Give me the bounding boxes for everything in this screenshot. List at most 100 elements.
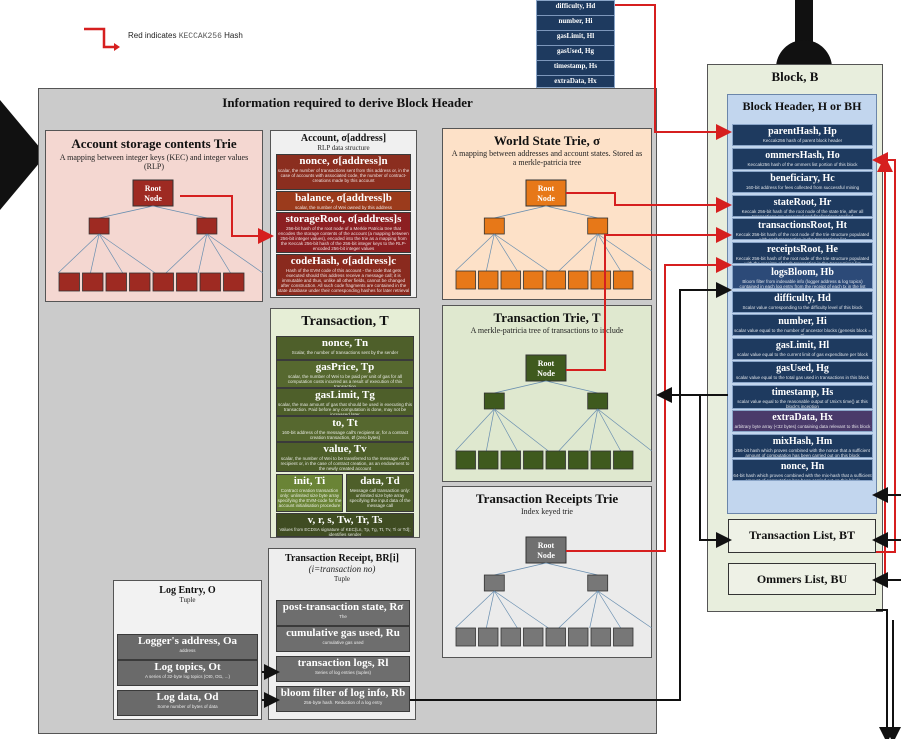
world-state-tree-leaf-node [478,270,499,290]
block-title: Block, B [771,69,819,84]
transaction-field-sig-label: v, r, s, Tw, Tr, Ts [307,514,383,526]
header-field-11-label: timestamp, Hs [771,386,834,398]
world-state-tree-leaf-node [500,270,521,290]
header-field-13-label: mixHash, Hm [772,435,833,447]
world-state-desc: A mapping between addresses and account … [451,149,643,167]
transaction-field-1-desc: scalar, the number of Wei to be paid per… [287,374,403,388]
log-field-2-desc: Some number of bytes of data [157,704,218,709]
transaction-field-1-label: gasPrice, Tp [315,361,375,373]
receipt-title: Transaction Receipt, BR[i] [285,553,399,564]
header-field-0-desc: Keccak256 hash of parent block header [762,138,843,143]
account-tree-root-label: Root [145,184,162,193]
receipt-field-1-label: cumulative gas used, Ru [286,627,400,639]
transaction-field-3-label: to, Tt [332,417,358,429]
receipt-field-3-desc: 256-byte hash. Reduction of a log entry [303,700,383,705]
log-entry-sub: Tuple [179,596,196,604]
transaction-tree-leaf-node [523,450,544,470]
header-field-10-desc: scalar value equal to the total gas used… [735,375,870,380]
receipt-sub1: (i=transaction no) [308,564,376,574]
receipts-tree-branch-node [483,574,505,592]
account-tree-leaf-node [129,272,151,292]
receipts-tree-leaf-node [523,627,544,647]
log-field-0-desc: address [179,648,196,653]
header-field-14-label: nonce, Hn [780,461,825,472]
header-field-8-label: number, Hi [778,316,827,327]
header-field-1-desc: Keccak256 hash of the ommers list portio… [747,161,858,167]
top-fragment-field: gasUsed, Hg [537,46,614,61]
header-field-0-label: parentHash, Hp [768,126,837,137]
world-state-tree-leaf-node [523,270,544,290]
receipts-tree-root-label2: Node [537,551,555,560]
account-field-2-label: storageRoot, σ[address]s [285,213,402,225]
header-field-9-desc: scalar value equal to the current limit … [736,351,869,357]
ommers-list-box: Ommers List, BU [728,563,876,595]
receipt-field-0-desc: The [339,614,347,619]
receipt-field-3-label: bloom filter of log info, Rb [280,687,406,699]
transaction-field-2-label: gasLimit, Tg [315,389,375,401]
world-state-tree-leaf-node [455,270,476,290]
receipts-tree-leaf-node [455,627,476,647]
receipts-tree-leaf-node [590,627,611,647]
header-field-7-label: difficulty, Hd [774,292,831,304]
world-state-title: World State Trie, σ [493,133,601,148]
legend-red-arrow [84,27,120,51]
receipts-tree-leaf-node [545,627,566,647]
header-field-12-label: extraData, Hx [772,412,833,423]
transaction-tree-leaf-node [545,450,566,470]
header-field-3-label: stateRoot, Hr [773,196,832,208]
world-state-tree-leaf-node [613,270,634,290]
receipts-tree-leaf-node [500,627,521,647]
world-state-tree-leaf-node [545,270,566,290]
header-field-3-desc: Keccak 256-bit hash of the root node of … [741,208,864,217]
header-field-1-label: ommersHash, Ho [765,149,840,161]
transaction-field-4-label: value, Tv [323,443,367,455]
world-state-tree-root-label2: Node [537,194,555,203]
receipts-tree-branch-node [587,574,609,592]
header-field-4-label: transactionsRoot, Ht [758,220,847,231]
world-state-tree-leaf-node [590,270,611,290]
account-title: Account, σ[address] [300,133,387,144]
log-field-1-label: Log topics, Ot [154,661,221,673]
transaction-field-init-label: init, Ti [293,475,326,487]
receipts-tree-leaf-node [568,627,589,647]
account-tree-leaf-node [223,272,245,292]
account-field-0-label: nonce, σ[address]n [299,155,388,167]
block-header-title: Block Header, H or BH [742,99,862,113]
account-tree-branch-node [196,217,218,235]
transaction-field-data-label: data, Td [360,475,400,487]
receipt-field-2-desc: Series of log entries (tuples) [314,670,372,675]
header-field-5-label: receiptsRoot, He [767,243,838,255]
account-tree-branch-node [88,217,110,235]
header-field-4-desc: Keccak 256-bit hash of the root node of … [735,232,870,240]
transaction-field-data-desc: Message call transaction only: unlimited… [349,488,411,508]
transaction-field-init-desc: Contract creation transaction only: unli… [277,488,342,508]
account-tree-leaf-node [152,272,174,292]
transaction-field-2-desc: scalar, the max amount of gas that shoul… [277,402,413,416]
header-field-12-desc: arbitrary byte array (<32 bytes) contain… [734,424,871,429]
account-subtitle: RLP data structure [317,144,370,152]
transaction-tree-leaf-node [455,450,476,470]
header-field-13-desc: 256-bit hash which proves combined with … [735,447,870,458]
header-field-5-desc: Keccak 256-bit hash of the root node of … [735,255,870,264]
legend-text: Red indicates KECCAK256 Hash [128,31,243,41]
receipts-tree-leaf-node [613,627,634,647]
transaction-field-0-desc: Scalar, the number of transactions sent … [291,350,399,355]
